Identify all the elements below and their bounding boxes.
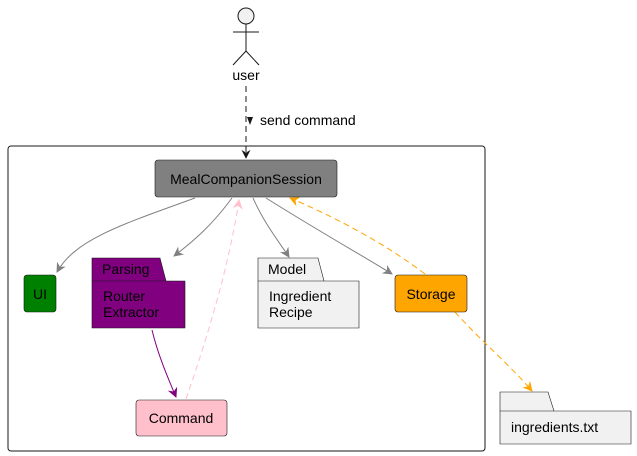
edge-session-to-ui (56, 197, 196, 273)
node-storage: Storage (394, 274, 468, 313)
node-command: Command (135, 399, 228, 437)
model-line-recipe: Recipe (269, 304, 313, 320)
storage-label: Storage (406, 286, 455, 302)
parsing-line-extractor: Extractor (103, 304, 159, 320)
direction-triangle-icon (247, 117, 253, 125)
edge-parsing-to-command (151, 329, 178, 398)
model-tab-label: Model (268, 261, 306, 277)
edge-storage-to-file (454, 311, 533, 392)
file-folder (499, 391, 632, 445)
node-meal-companion-session: MealCompanionSession (154, 159, 338, 198)
edge-session-to-storage (265, 197, 393, 275)
edge-session-to-model (252, 197, 290, 258)
edge-session-to-parsing (173, 197, 233, 257)
edge-command-to-session (185, 199, 243, 400)
user-actor: user (232, 7, 260, 83)
node-model-package: Model Ingredient Recipe (257, 257, 360, 329)
parsing-line-router: Router (103, 288, 145, 304)
edge-storage-to-session (289, 196, 426, 275)
actor-head (237, 7, 255, 25)
session-box (154, 159, 338, 198)
parsing-tab-label: Parsing (102, 261, 149, 277)
actor-left-leg (232, 50, 247, 66)
command-box (135, 399, 228, 437)
file-label: ingredients.txt (511, 419, 598, 435)
actor-label: user (232, 67, 260, 83)
actor-right-leg (245, 50, 260, 66)
parsing-folder (91, 257, 186, 329)
model-folder (257, 257, 360, 329)
ui-label: UI (33, 286, 47, 302)
edge-label-send-command: send command (260, 112, 356, 128)
command-label: Command (149, 410, 214, 426)
ui-box (23, 274, 57, 313)
storage-box (394, 274, 468, 313)
node-ingredients-file: ingredients.txt (499, 391, 632, 445)
session-label: MealCompanionSession (170, 171, 322, 187)
model-line-ingredient: Ingredient (269, 288, 331, 304)
node-ui: UI (23, 274, 57, 313)
node-parsing-package: Parsing Router Extractor (91, 257, 186, 329)
